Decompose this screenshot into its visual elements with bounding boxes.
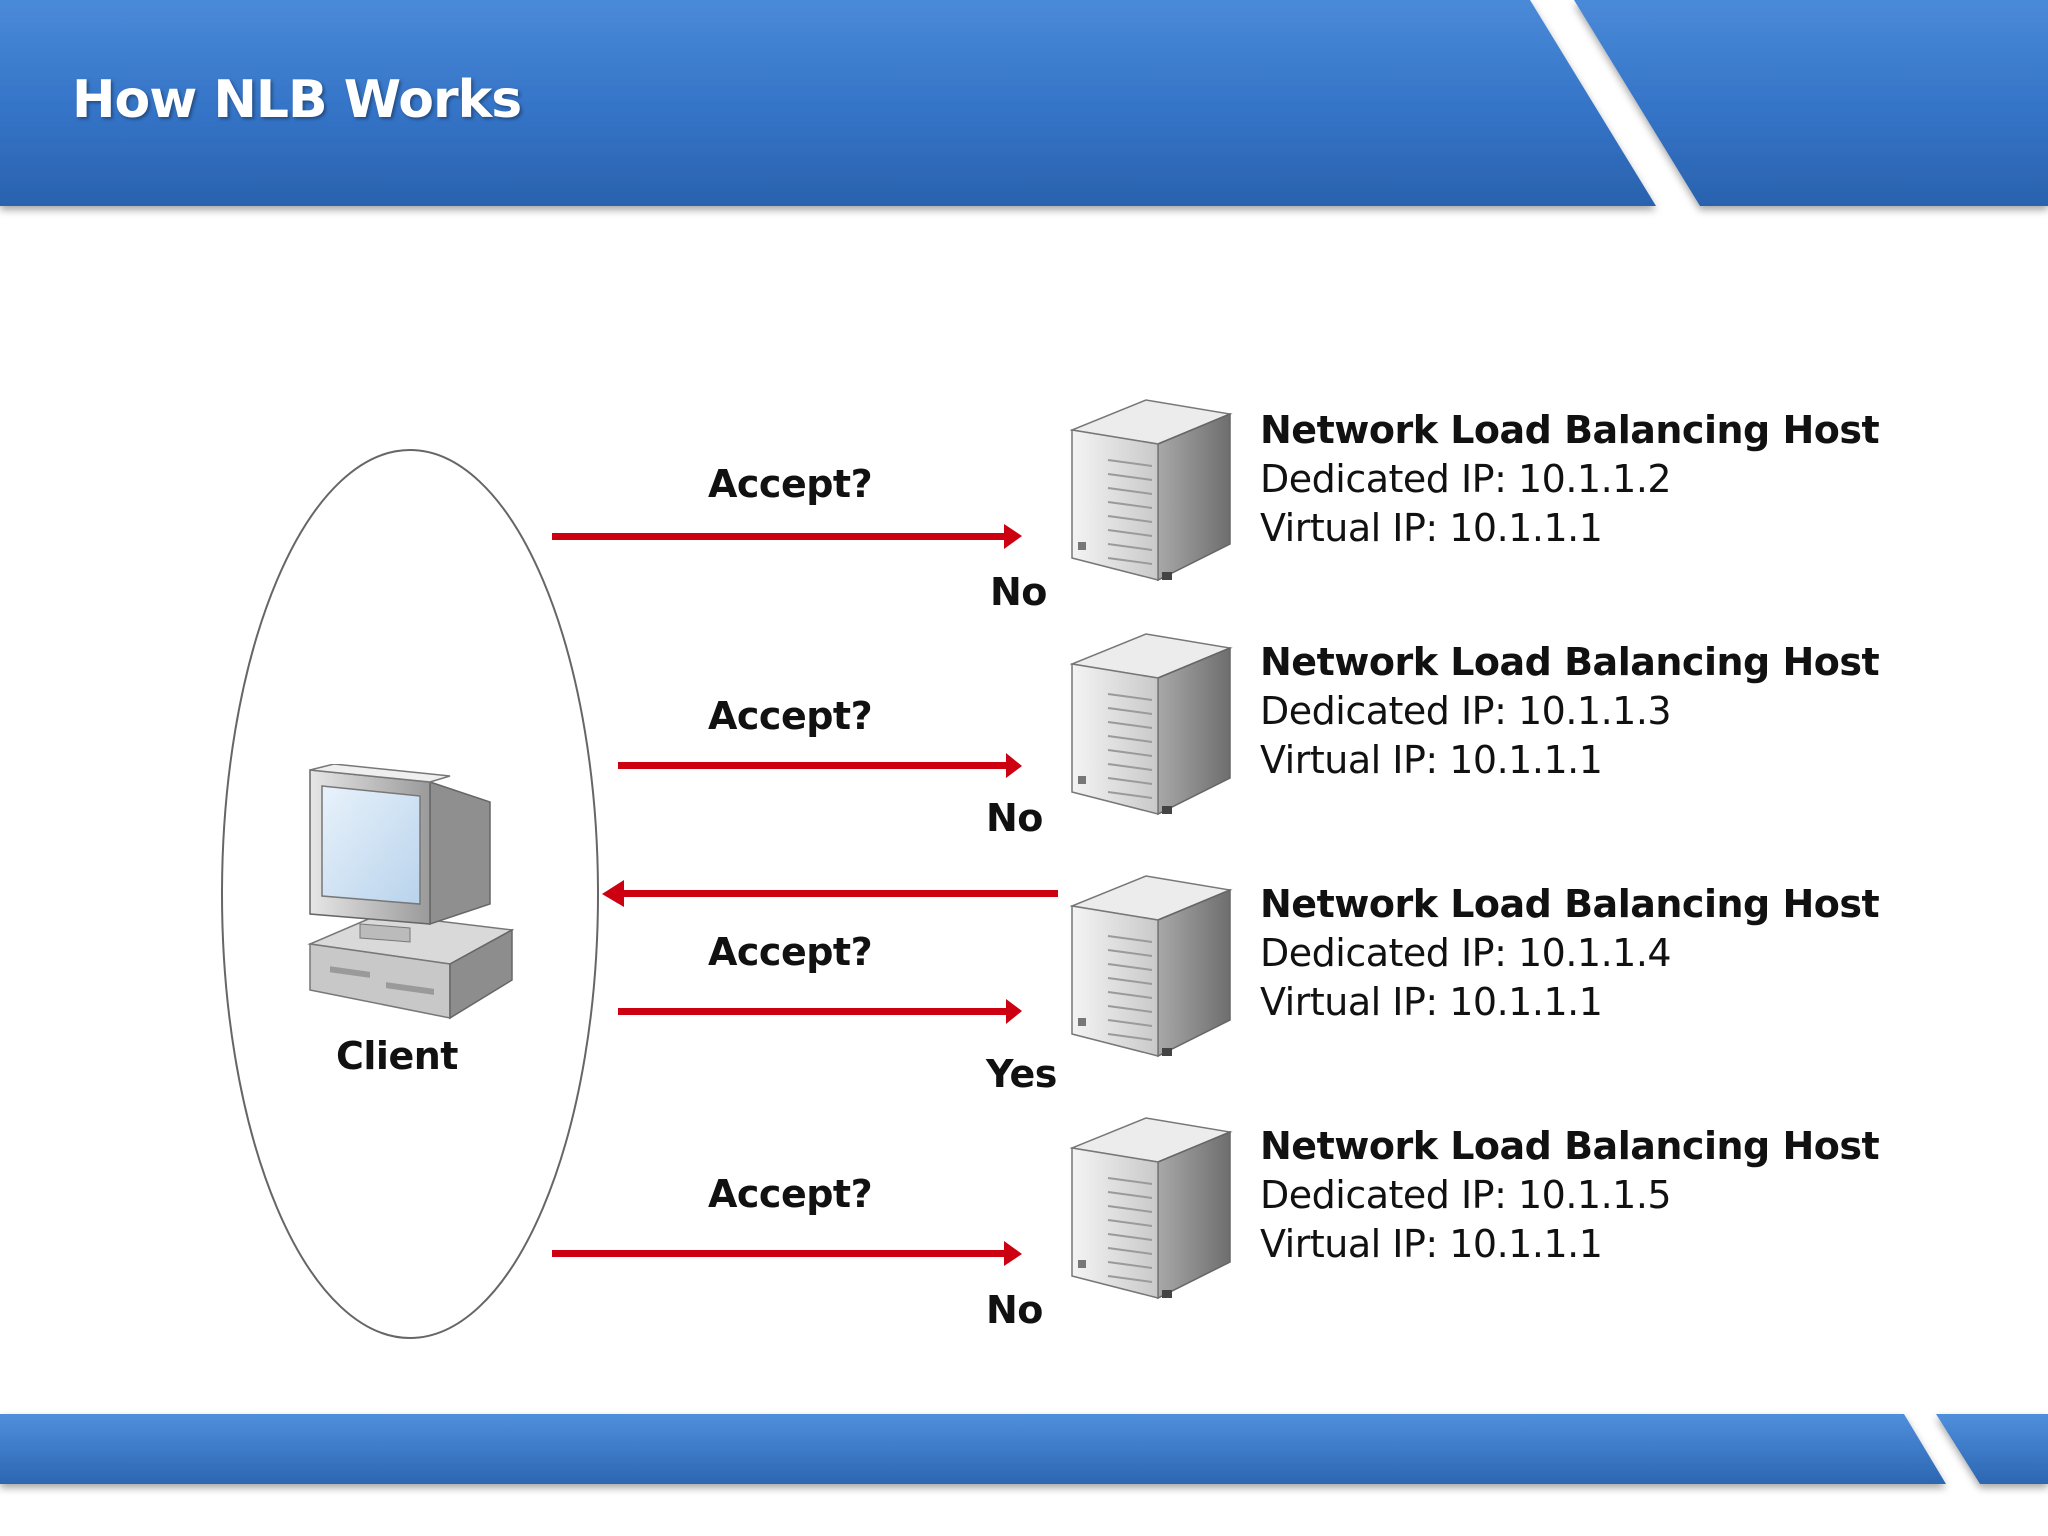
footer-banner [0,1414,1946,1484]
host-virtual-ip: Virtual IP: 10.1.1.1 [1260,738,1603,782]
host-info-3: Network Load Balancing Host Dedicated IP… [1260,880,1940,1027]
tower-server-icon [1070,875,1233,1058]
host-name: Network Load Balancing Host [1260,1124,1880,1168]
footer-banner-right [1936,1414,2048,1484]
host-info-2: Network Load Balancing Host Dedicated IP… [1260,638,1940,785]
answer-label-3: Yes [986,1052,1057,1096]
header-banner [0,0,1656,206]
request-arrow-3 [618,999,1022,1024]
answer-label-1: No [990,570,1047,614]
host-name: Network Load Balancing Host [1260,408,1880,452]
tower-server-icon [1070,633,1233,816]
host-info-1: Network Load Balancing Host Dedicated IP… [1260,406,1940,553]
request-label-3: Accept? [708,930,873,974]
request-label-2: Accept? [708,694,873,738]
tower-server-icon [1070,399,1233,582]
answer-label-4: No [986,1288,1043,1332]
header-banner-right [1574,0,2048,206]
desktop-computer-icon [307,764,515,1020]
host-dedicated-ip: Dedicated IP: 10.1.1.2 [1260,457,1672,501]
request-label-1: Accept? [708,462,873,506]
client-label: Client [336,1034,458,1078]
request-arrow-1 [552,524,1022,549]
request-label-4: Accept? [708,1172,873,1216]
response-arrow [602,880,1058,907]
host-info-4: Network Load Balancing Host Dedicated IP… [1260,1122,1940,1269]
slide-title: How NLB Works [72,70,522,130]
host-dedicated-ip: Dedicated IP: 10.1.1.4 [1260,931,1672,975]
request-arrow-2 [618,753,1022,778]
host-name: Network Load Balancing Host [1260,640,1880,684]
host-virtual-ip: Virtual IP: 10.1.1.1 [1260,980,1603,1024]
host-name: Network Load Balancing Host [1260,882,1880,926]
client-group-ellipse [221,449,599,1339]
answer-label-2: No [986,796,1043,840]
host-virtual-ip: Virtual IP: 10.1.1.1 [1260,506,1603,550]
host-dedicated-ip: Dedicated IP: 10.1.1.5 [1260,1173,1672,1217]
host-dedicated-ip: Dedicated IP: 10.1.1.3 [1260,689,1672,733]
tower-server-icon [1070,1117,1233,1300]
request-arrow-4 [552,1241,1022,1266]
host-virtual-ip: Virtual IP: 10.1.1.1 [1260,1222,1603,1266]
